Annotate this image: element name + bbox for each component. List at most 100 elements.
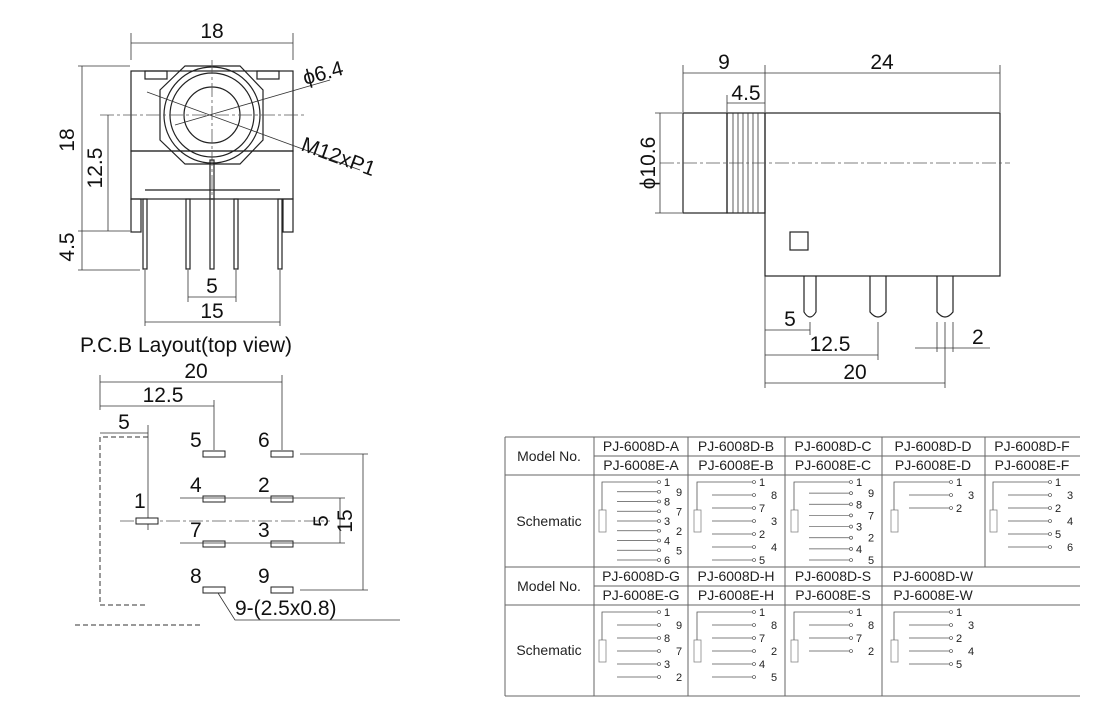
- pin-terminal: [849, 558, 853, 562]
- front-view: 18 ϕ6.4 M12xP1 18 12.5 4.5: [56, 20, 379, 326]
- schematic-pin-label: 4: [856, 544, 862, 556]
- pin-terminal: [1048, 480, 1052, 484]
- pin-terminal: [849, 610, 853, 614]
- pin-terminal: [752, 545, 756, 549]
- schematic-pin-label: 1: [856, 607, 862, 619]
- schematic-pin-label: 5: [1055, 529, 1061, 541]
- schematic-pin-label: 2: [956, 633, 962, 645]
- schematic-pin-label: 8: [664, 497, 670, 509]
- pin-terminal: [752, 558, 756, 562]
- model-d-cell: PJ-6008D-G: [602, 568, 680, 584]
- pin-length-dim: 4.5: [56, 232, 79, 261]
- schematic-pin-label: 2: [956, 503, 962, 515]
- pad-label: 2: [258, 474, 270, 497]
- pcb-layout-title: P.C.B Layout(top view): [80, 334, 292, 357]
- pin-terminal: [657, 610, 661, 614]
- pin-terminal: [849, 513, 853, 518]
- pin3-dim: 20: [843, 361, 866, 384]
- schematic-pin-label: 9: [676, 620, 682, 632]
- front-pins: [142, 159, 283, 270]
- schematic-pin-label: 8: [856, 499, 862, 511]
- pin-terminal: [1048, 545, 1052, 549]
- pin-terminal: [657, 538, 661, 543]
- model-d-cell: PJ-6008D-A: [603, 438, 680, 454]
- pad-label: 9: [258, 565, 270, 588]
- center-height-dim: 12.5: [84, 148, 107, 189]
- pin-terminal: [949, 649, 953, 653]
- schematic-pin-label: 8: [771, 620, 777, 632]
- model-e-cell: PJ-6008E-D: [895, 457, 971, 473]
- schematic-pin-label: 3: [968, 620, 974, 632]
- pin-width-dim: 2: [972, 326, 984, 349]
- pin-terminal: [752, 506, 756, 510]
- pin-terminal: [949, 506, 953, 510]
- schematic-pin-label: 2: [868, 646, 874, 658]
- schematic-pin-label: 7: [676, 506, 682, 518]
- model-table: Model No. Schematic Model No. Schematic …: [504, 436, 1080, 697]
- side-view: 9 24 4.5 ϕ10.6 5 12.5 20: [637, 51, 1010, 388]
- pad-label: 3: [258, 519, 270, 542]
- schematic-pin-label: 4: [759, 659, 765, 671]
- pad-label: 8: [190, 565, 202, 588]
- col2-dim: 12.5: [143, 384, 184, 407]
- pin-terminal: [949, 610, 953, 614]
- pin-terminal: [752, 532, 756, 536]
- pin-terminal: [1048, 493, 1052, 497]
- side-pins: [803, 276, 954, 318]
- schematic-pin-label: 8: [868, 620, 874, 632]
- schematic-pin-label: 6: [1067, 542, 1073, 554]
- schematic-pin-label: 7: [759, 633, 765, 645]
- model-label: Model No.: [517, 448, 581, 464]
- pin-terminal: [752, 649, 756, 653]
- schematic-pin-label: 3: [856, 522, 862, 534]
- pin-terminal: [1048, 506, 1052, 510]
- pin-pitch-dim: 5: [206, 275, 218, 298]
- schematic-pin-label: 2: [868, 533, 874, 545]
- schematic-pin-label: 1: [956, 477, 962, 489]
- front-width-dim: 18: [200, 20, 223, 43]
- schematic-pin-label: 2: [1055, 503, 1061, 515]
- pad-label: 1: [134, 490, 146, 513]
- schematic-label: Schematic: [516, 642, 581, 658]
- pin-terminal: [949, 623, 953, 627]
- plug-symbol: [693, 509, 702, 533]
- pin-terminal: [849, 524, 853, 529]
- pin-terminal: [849, 491, 853, 495]
- pin-terminal: [752, 493, 756, 497]
- pin-terminal: [657, 528, 661, 533]
- schematic-pin-label: 5: [868, 555, 874, 567]
- side-front-dim: 9: [718, 51, 730, 74]
- model-e-cell: PJ-6008E-A: [603, 457, 679, 473]
- model-d-cell: PJ-6008D-D: [894, 438, 971, 454]
- pcb-width-dim: 20: [184, 360, 207, 383]
- pin-span-dim: 15: [200, 300, 223, 323]
- schematic-pin-label: 1: [956, 607, 962, 619]
- schematic-pin-label: 7: [868, 510, 874, 522]
- schematic-pin-label: 3: [664, 659, 670, 671]
- model-e-cell: PJ-6008E-H: [698, 587, 774, 603]
- schematic-pin-label: 2: [771, 646, 777, 658]
- schematic-pin-label: 1: [856, 477, 862, 489]
- schematic-pin-label: 2: [676, 672, 682, 684]
- pin-terminal: [657, 649, 661, 653]
- schematic-pin-label: 3: [968, 490, 974, 502]
- pin-terminal: [752, 675, 756, 679]
- schematic-pin-label: 9: [868, 488, 874, 500]
- pin-terminal: [657, 489, 661, 494]
- pin-terminal: [949, 662, 953, 666]
- pin2-dim: 12.5: [810, 333, 851, 356]
- model-d-cell: PJ-6008D-H: [697, 568, 774, 584]
- pin-terminal: [657, 519, 661, 523]
- pin-terminal: [849, 649, 853, 653]
- pin-terminal: [849, 502, 853, 507]
- pin-terminal: [949, 493, 953, 497]
- model-e-cell: PJ-6008E-B: [698, 457, 773, 473]
- hole-diameter-dim: ϕ6.4: [300, 57, 346, 90]
- model-d-cell: PJ-6008D-F: [994, 438, 1069, 454]
- schematic-pin-label: 5: [956, 659, 962, 671]
- pin-terminal: [949, 636, 953, 640]
- side-body-dim: 24: [870, 51, 894, 74]
